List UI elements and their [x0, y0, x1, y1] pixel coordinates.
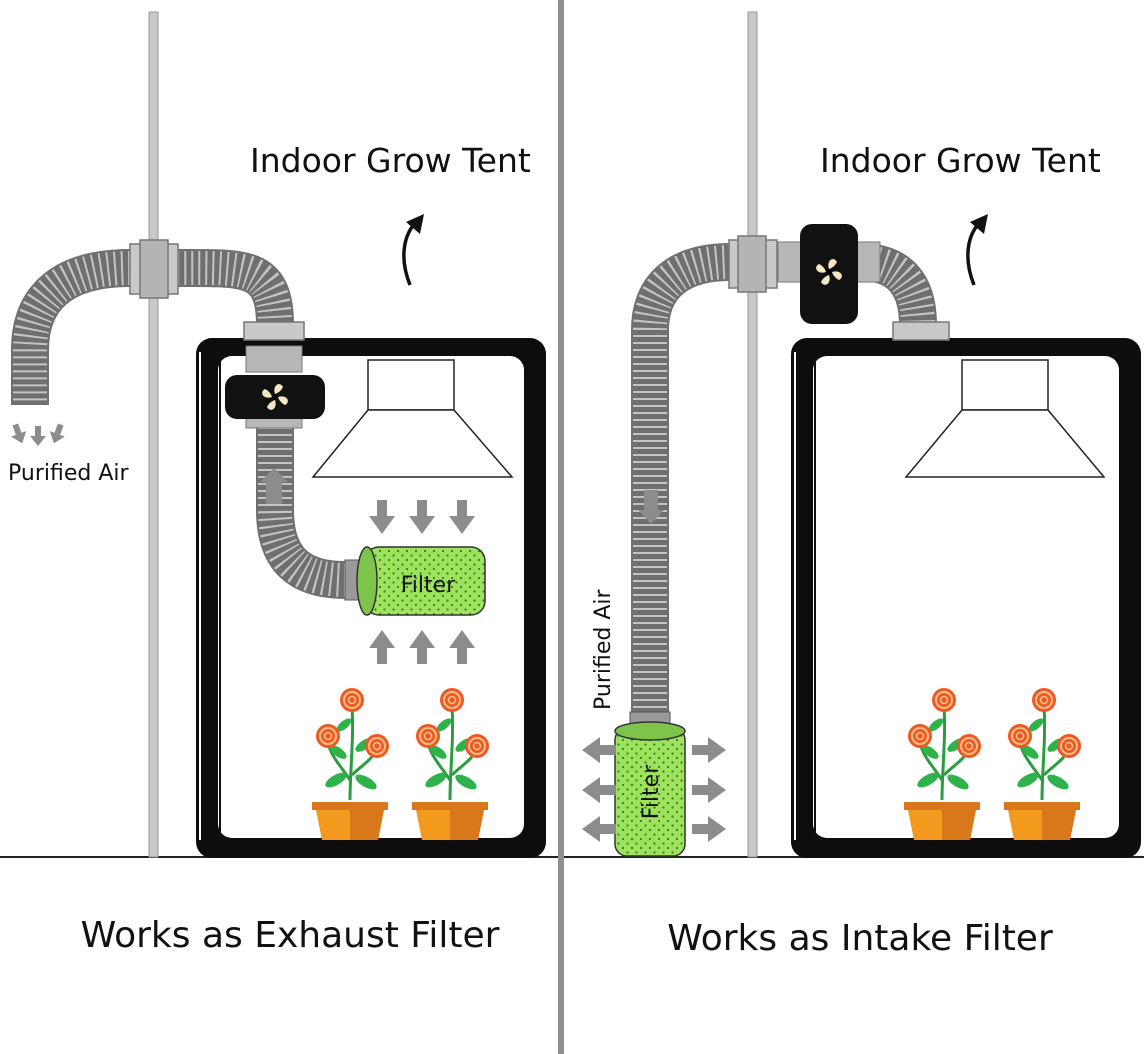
filter-label: Filter: [639, 764, 664, 819]
curved-arrow-icon: [966, 214, 988, 286]
fan-icon: [777, 224, 881, 324]
tent-label: Indoor Grow Tent: [820, 141, 1101, 180]
purified-air-arrows: [11, 423, 65, 446]
purified-air-label: Purified Air: [591, 589, 616, 710]
grow-light-icon: [311, 359, 514, 478]
exhaust-duct: [11, 239, 305, 405]
caption: Works as Exhaust Filter: [81, 915, 500, 956]
filter-label: Filter: [401, 573, 456, 598]
intake-duct: [631, 235, 950, 715]
grow-light-icon: [904, 359, 1106, 478]
wall-pole: [747, 11, 758, 858]
carbon-filter: Filter: [614, 711, 686, 857]
fan-icon: [225, 345, 325, 429]
caption: Works as Intake Filter: [667, 918, 1053, 959]
tent-label: Indoor Grow Tent: [250, 141, 531, 180]
curved-arrow-icon: [402, 214, 424, 286]
interior-duct: [256, 420, 360, 599]
right-panel: Filter Purified Air Indoor Grow Tent Wor…: [582, 11, 1141, 959]
carbon-filter: Filter: [344, 546, 486, 616]
wall-pole: [148, 11, 159, 858]
panel-divider: [558, 0, 564, 1054]
purified-air-label: Purified Air: [8, 461, 129, 486]
left-panel: Filter Purified Air Indoor Grow Tent: [8, 11, 546, 956]
